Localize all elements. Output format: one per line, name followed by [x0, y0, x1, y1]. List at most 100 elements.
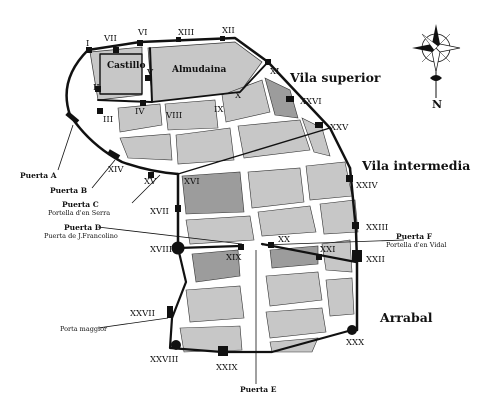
gate-d-label: Puerta D	[64, 223, 102, 232]
wall-inner-south	[176, 242, 358, 264]
tower-square	[220, 36, 225, 41]
castillo-label: Castillo	[107, 61, 145, 71]
zone-vila-superior: Vila superior	[289, 70, 381, 85]
gate-c-leader	[131, 174, 161, 204]
tower-label: VI	[137, 28, 148, 38]
tower-label: XXII	[366, 255, 385, 265]
tower-labels: I II III IV V VI VII VIII IX X XI XII XI…	[86, 26, 388, 373]
block-upper-6	[175, 127, 235, 165]
tower-label: V	[146, 68, 154, 78]
tower-label: IX	[214, 105, 224, 115]
tower-square	[346, 175, 353, 182]
gate-c-sub: Portella d'en Serra	[48, 209, 110, 217]
tower-square	[352, 250, 362, 262]
block-low-6	[325, 277, 355, 317]
gate-d-sub: Puerta de J.Francolino	[44, 232, 118, 240]
block-upper-2	[164, 99, 219, 131]
tower-label: III	[103, 115, 113, 125]
tower-square	[113, 47, 119, 53]
tower-label: XII	[222, 26, 235, 36]
tower-label: XXVI	[300, 97, 322, 107]
tower-label: IV	[135, 107, 145, 117]
block-mid-6	[319, 199, 359, 235]
tower-square	[148, 172, 154, 178]
gate-a-label: Puerta A	[20, 171, 57, 180]
gate-e-label: Puerta E	[240, 385, 277, 394]
tower-square	[97, 108, 103, 114]
porta-maggior-leader	[97, 317, 169, 329]
tower-label: XIV	[108, 165, 124, 175]
tower-square	[95, 86, 101, 92]
tower-square	[65, 111, 80, 125]
tower-round	[347, 325, 357, 335]
towers	[65, 36, 362, 356]
almudaina-label: Almudaina	[171, 65, 227, 75]
outer-wall-north	[86, 36, 352, 170]
block-mid-2	[247, 167, 305, 209]
porta-maggior-label: Porta maggior	[60, 325, 108, 333]
tower-label: XX	[278, 235, 291, 245]
gate-d-leader	[97, 226, 243, 245]
block-mid-4	[185, 215, 255, 245]
tower-square	[107, 149, 121, 160]
tower-label: XXVIII	[150, 355, 178, 365]
block-low-5	[265, 271, 323, 307]
gate-callouts: Puerta A Puerta B Puerta C Portella d'en…	[20, 124, 447, 394]
tower-square	[175, 205, 181, 212]
tower-square	[352, 222, 359, 229]
block-upper-7	[237, 119, 311, 159]
compass-north-label: N	[432, 98, 442, 111]
tower-label: I	[86, 39, 89, 49]
compass-rose-icon	[412, 24, 461, 98]
block-low-8	[265, 307, 327, 339]
block-low-4	[185, 285, 245, 323]
tower-square	[145, 75, 151, 81]
block-low-7	[179, 325, 243, 353]
city-blocks	[89, 41, 359, 353]
tower-label: XXIX	[216, 363, 238, 373]
block-upper-4	[264, 77, 299, 119]
tower-label: XVII	[150, 207, 169, 217]
tower-label: XV	[144, 177, 157, 187]
tower-round	[171, 340, 181, 350]
tower-round	[171, 241, 185, 255]
tower-square	[286, 96, 294, 102]
tower-square	[167, 306, 173, 318]
tower-square	[238, 244, 244, 250]
gate-a-leader	[57, 124, 74, 171]
tower-label: XXIII	[366, 223, 388, 233]
tower-label: II	[93, 83, 100, 93]
block-mid-3	[305, 161, 353, 201]
tower-label: XVI	[184, 177, 200, 187]
gate-f-leader	[261, 239, 405, 246]
gate-b-label: Puerta B	[50, 186, 87, 195]
zone-vila-intermedia: Vila intermedia	[361, 158, 470, 173]
tower-label: XIII	[178, 28, 194, 38]
almudaina-wall	[151, 61, 269, 103]
outer-wall-west	[65, 48, 180, 176]
gate-b-leader	[91, 159, 116, 189]
castle-keep	[99, 53, 143, 95]
zone-arrabal: Arrabal	[379, 310, 433, 325]
tower-square	[315, 122, 323, 128]
block-mid-1	[181, 171, 245, 215]
block-low-1	[191, 249, 241, 283]
block-mid-5	[257, 205, 317, 237]
tower-label: XXV	[330, 123, 349, 133]
tower-label: XXIV	[356, 181, 378, 191]
tower-label: XVIII	[150, 245, 172, 255]
tower-label: VIII	[165, 111, 182, 121]
block-upper-5	[119, 133, 173, 161]
tower-square	[176, 37, 181, 42]
tower-label: X	[235, 91, 242, 101]
block-low-3	[321, 239, 353, 273]
tower-label: XXVII	[130, 309, 155, 319]
gate-f-sub: Portella d'en Vidal	[386, 241, 447, 249]
wall-inner-upper	[177, 127, 331, 175]
gate-c-label: Puerta C	[62, 200, 99, 209]
tower-square	[137, 40, 143, 46]
tower-square	[316, 254, 322, 260]
tower-label: XXI	[320, 245, 335, 255]
